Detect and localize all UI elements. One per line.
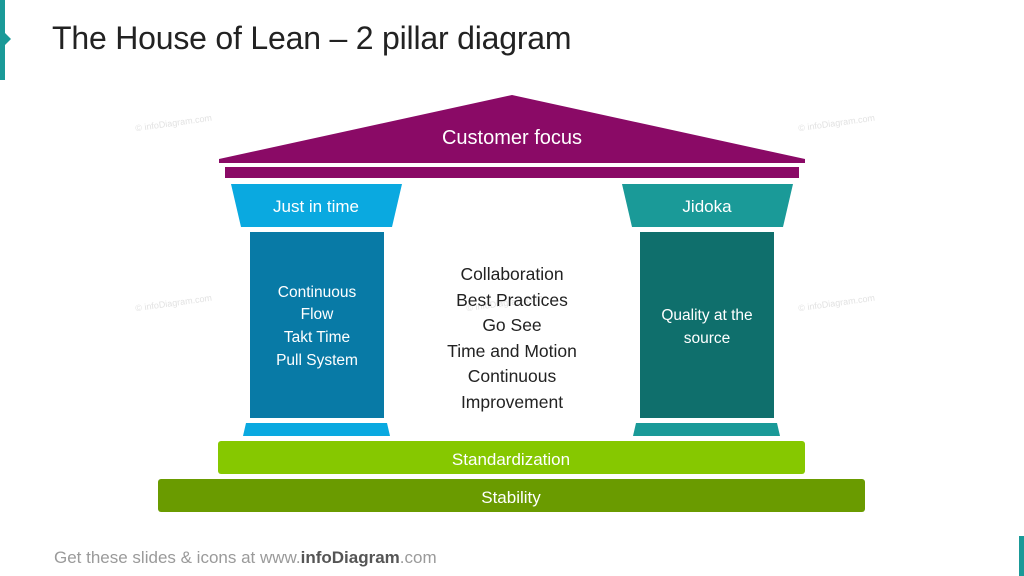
pillar-capital-just-in-time: [231, 184, 402, 227]
pillar-body-line: source: [684, 330, 731, 347]
pillar-body-line: Flow: [301, 306, 335, 323]
center-line: Continuous: [467, 366, 557, 387]
pillar-base-jidoka: [633, 423, 780, 436]
center-line: Go See: [482, 315, 542, 336]
footer-suffix: .com: [399, 548, 437, 567]
pillar-capital-jidoka: [622, 184, 793, 227]
stability-bar: [158, 479, 865, 512]
center-line: Improvement: [460, 391, 564, 412]
footer-brand[interactable]: infoDiagram: [300, 548, 400, 567]
pillar-body-line: Continuous: [278, 284, 357, 301]
pillar-body-jidoka: [640, 232, 774, 418]
center-line: Best Practices: [456, 289, 568, 310]
footer-credit: Get these slides & icons at www.infoDiag…: [54, 548, 437, 568]
pillar-body-line: Quality at the: [661, 307, 752, 324]
right-accent-bar: [1019, 536, 1024, 576]
roof-beam: [225, 167, 799, 178]
center-principles: Collaboration Best Practices Go See Time…: [412, 262, 612, 416]
footer-prefix: Get these slides & icons at www.: [54, 548, 301, 567]
left-accent-bar: [0, 0, 5, 80]
pillar-capital-label: Jidoka: [682, 197, 732, 216]
pillar-body-line: Takt Time: [284, 329, 350, 346]
standardization-label: Standardization: [452, 450, 570, 469]
slide-title: The House of Lean – 2 pillar diagram: [52, 20, 572, 56]
stability-label: Stability: [481, 488, 541, 507]
standardization-bar: [218, 441, 805, 474]
pillar-body-just-in-time: [250, 232, 384, 418]
roof-label: Customer focus: [442, 127, 582, 149]
center-line: Collaboration: [460, 264, 564, 284]
left-accent-arrow-icon: [5, 33, 11, 45]
pillar-body-line: Pull System: [276, 352, 358, 369]
pillar-base-just-in-time: [243, 423, 390, 436]
pillar-capital-label: Just in time: [273, 197, 359, 216]
center-line: Time and Motion: [447, 340, 577, 361]
roof: [219, 95, 805, 163]
